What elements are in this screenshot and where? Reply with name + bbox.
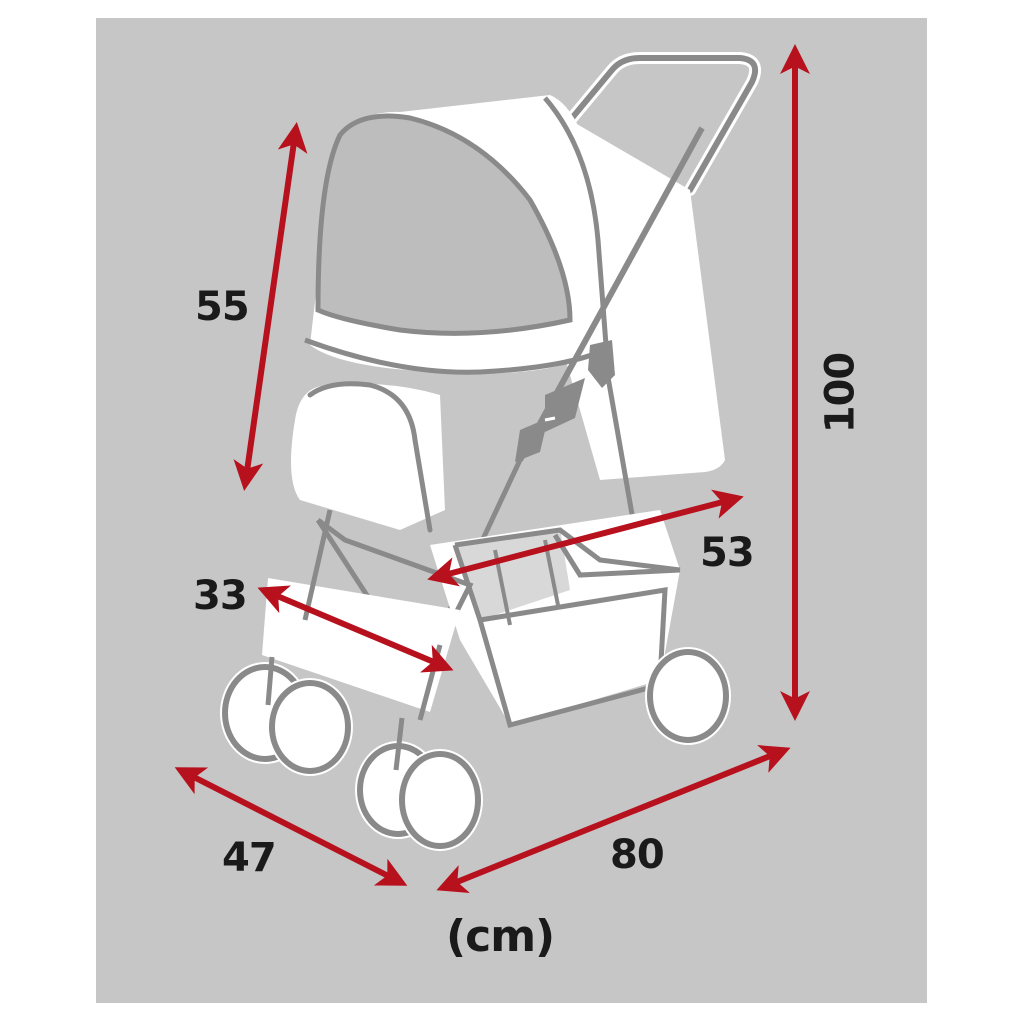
arrow-33 bbox=[257, 585, 454, 673]
unit-label: (cm) bbox=[446, 911, 555, 962]
arrow-47 bbox=[174, 767, 408, 886]
handle-bar bbox=[566, 52, 761, 196]
dimension-label-basket-width: 53 bbox=[700, 530, 755, 576]
dimension-label-canopy-height: 55 bbox=[195, 284, 250, 330]
dimension-label-basket-depth: 33 bbox=[193, 573, 248, 619]
arrow-53 bbox=[427, 489, 744, 587]
canopy bbox=[304, 95, 609, 375]
arrow-55 bbox=[233, 122, 308, 491]
dimension-label-total-width: 47 bbox=[222, 835, 277, 881]
basket bbox=[430, 510, 681, 729]
rear-panel bbox=[560, 120, 725, 480]
dimension-arrows bbox=[174, 44, 810, 893]
wheels bbox=[220, 647, 731, 851]
dimension-label-total-height: 100 bbox=[817, 352, 864, 434]
dimension-label-total-length: 80 bbox=[610, 832, 665, 878]
body bbox=[291, 381, 445, 533]
arrow-80 bbox=[436, 745, 791, 893]
